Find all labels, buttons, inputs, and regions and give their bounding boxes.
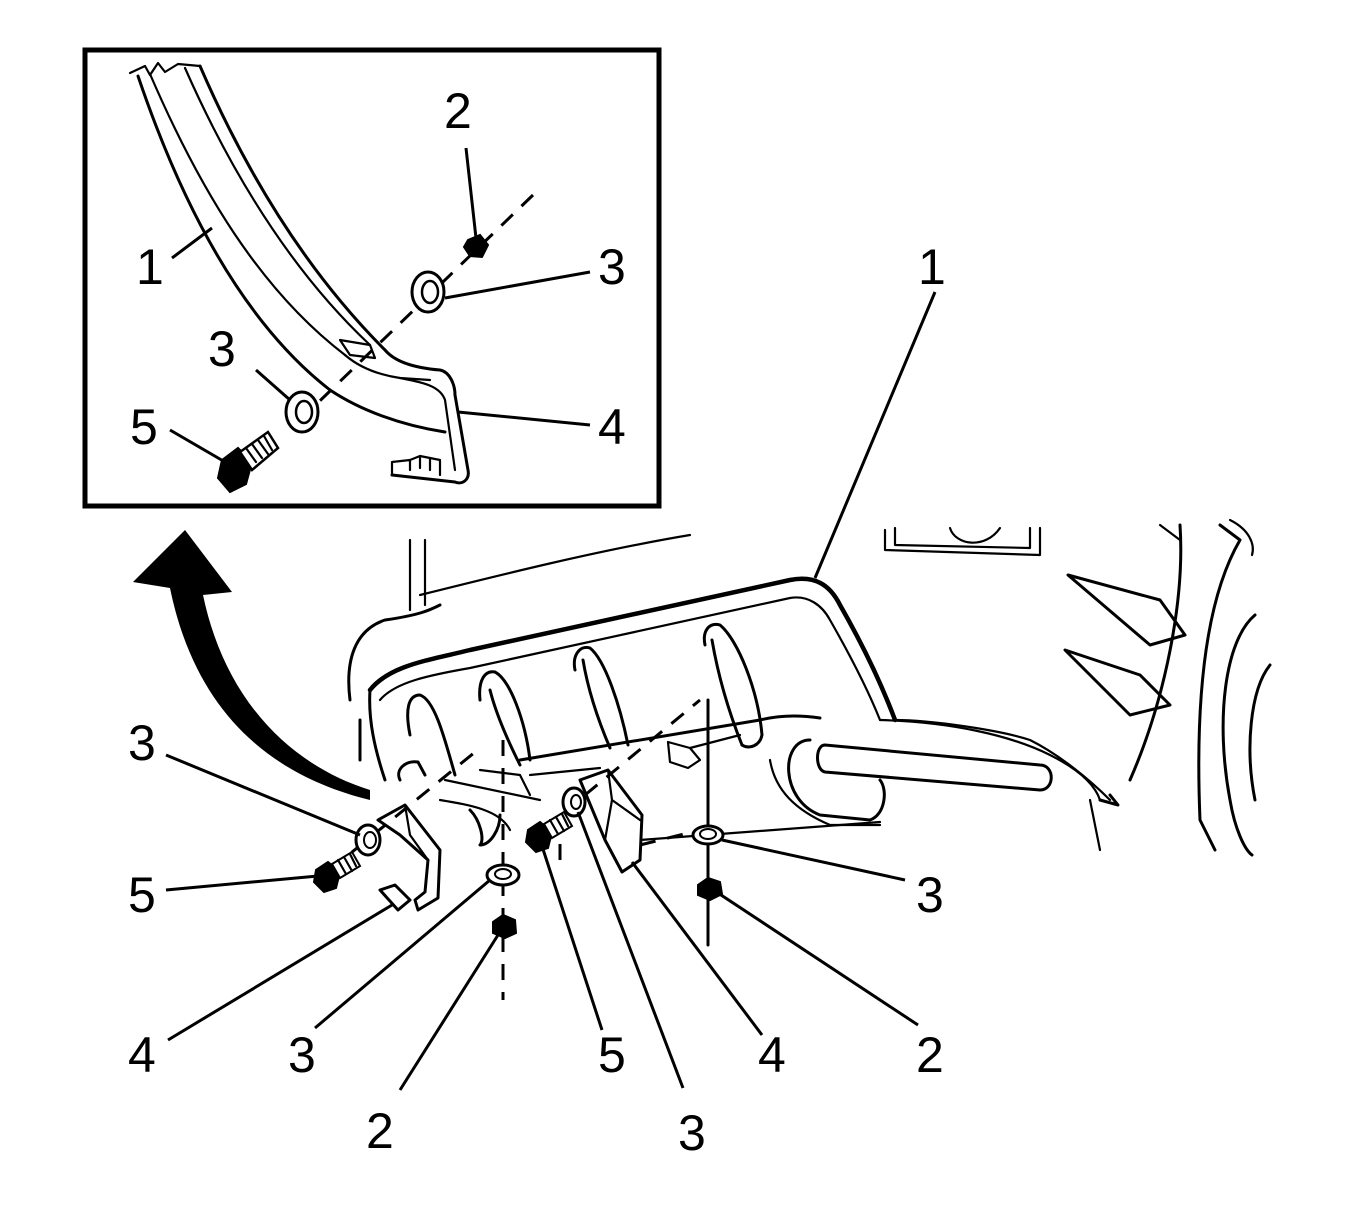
callout-main-4-left: 4 [128,1027,156,1083]
callout-main-1: 1 [918,239,946,295]
hardware-center [524,698,742,874]
callout-inset-2: 2 [444,83,472,139]
callout-main-4-center: 4 [758,1027,786,1083]
hardware-center-left [485,740,521,1000]
vehicle-body [347,518,1272,857]
hardware-left [312,746,481,912]
callout-inset-3b: 3 [208,321,236,377]
callout-main-2-right: 2 [916,1027,944,1083]
callout-inset-3a: 3 [598,239,626,295]
hardware-right [691,698,725,947]
callout-inset-1: 1 [136,239,164,295]
detail-inset [82,47,662,509]
callout-main-3-left: 3 [128,715,156,771]
callout-main-5-center: 5 [598,1027,626,1083]
callout-main-5-left: 5 [128,867,156,923]
callout-inset-5: 5 [130,399,158,455]
callout-labels: 1 2 3 3 4 5 1 3 5 4 3 2 5 3 4 3 2 [128,83,946,1161]
callout-main-3-right: 3 [916,867,944,923]
callout-main-2-lower-left: 2 [366,1103,394,1159]
leader-lines [165,291,937,1091]
callout-inset-4: 4 [598,399,626,455]
curved-arrow-icon [133,530,370,800]
callout-main-3-lower-left: 3 [288,1027,316,1083]
callout-main-3-center: 3 [678,1105,706,1161]
